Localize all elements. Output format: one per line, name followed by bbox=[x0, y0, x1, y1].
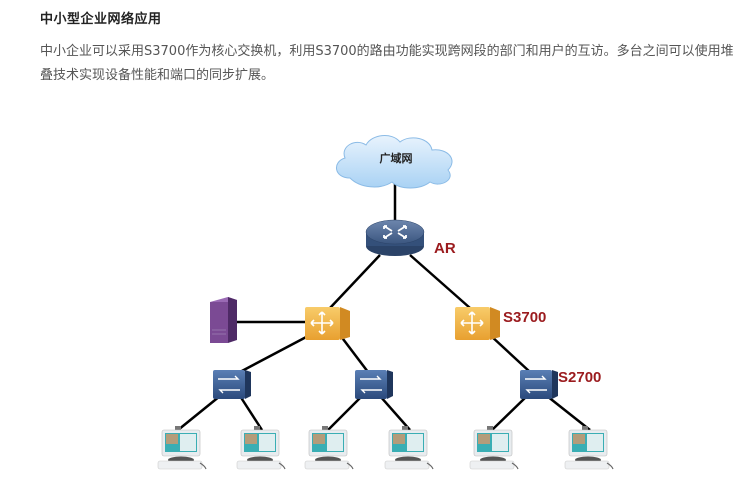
access-switch-label: S2700 bbox=[558, 369, 602, 386]
access-switch-left-icon bbox=[213, 370, 251, 399]
link-core-left-switch-mid bbox=[339, 334, 369, 373]
router-label: AR bbox=[434, 240, 456, 257]
pc-icon bbox=[157, 426, 207, 470]
router-icon bbox=[365, 219, 425, 256]
pc-icon bbox=[236, 426, 286, 470]
pcs bbox=[157, 426, 614, 470]
link-switch-mid-pc4 bbox=[379, 395, 411, 431]
pc-icon bbox=[469, 426, 519, 470]
server-icon bbox=[210, 297, 237, 343]
pc-icon bbox=[384, 426, 434, 470]
pc-icon bbox=[564, 426, 614, 470]
links bbox=[177, 180, 591, 431]
page-title: 中小型企业网络应用 bbox=[40, 12, 162, 27]
wan-cloud-icon bbox=[336, 135, 453, 189]
core-switch-left-icon bbox=[305, 307, 350, 340]
wan-label: 广域网 bbox=[379, 152, 413, 165]
link-switch-left-pc2 bbox=[238, 395, 264, 431]
access-switch-right-icon bbox=[520, 370, 558, 399]
link-switch-right-pc5 bbox=[491, 395, 528, 431]
link-router-core-left bbox=[329, 254, 381, 309]
link-core-left-switch-left bbox=[239, 333, 311, 374]
link-switch-left-pc1 bbox=[177, 395, 221, 431]
access-switch-mid-icon bbox=[355, 370, 393, 399]
link-switch-right-pc6 bbox=[546, 395, 591, 431]
core-switch-label: S3700 bbox=[503, 309, 547, 326]
link-router-core-right bbox=[409, 254, 471, 309]
link-core-right-switch-right bbox=[489, 334, 531, 373]
core-switch-right-icon bbox=[455, 307, 500, 340]
pc-icon bbox=[304, 426, 354, 470]
intro-paragraph: 中小企业可以采用S3700作为核心交换机，利用S3700的路由功能实现跨网段的部… bbox=[40, 44, 734, 83]
link-switch-mid-pc3 bbox=[327, 395, 363, 431]
